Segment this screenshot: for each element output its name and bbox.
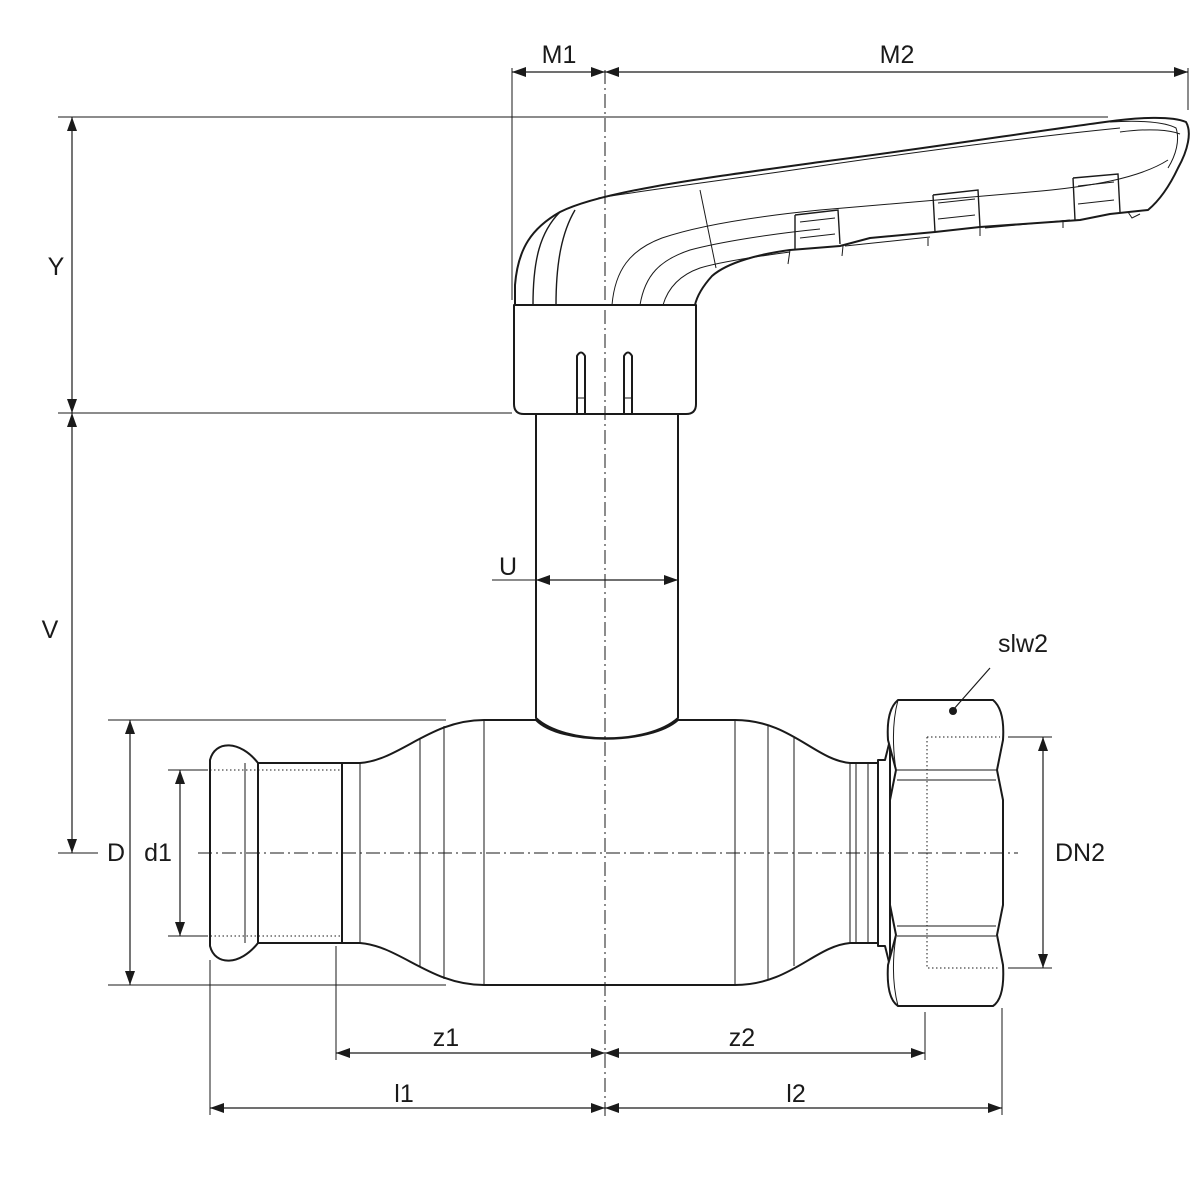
slw2-leader-line: [952, 667, 991, 711]
label-M1: M1: [542, 41, 577, 69]
lever-handle: [513, 116, 1190, 415]
label-slw2: slw2: [998, 630, 1048, 658]
dimension-lines: [67, 67, 1188, 1113]
label-M2: M2: [880, 41, 915, 69]
label-d1: d1: [144, 839, 172, 867]
slw2-leader-dot: [949, 707, 957, 715]
label-z2: z2: [729, 1024, 755, 1052]
label-U: U: [499, 553, 517, 581]
label-DN2: DN2: [1055, 839, 1105, 867]
valve-stem: [535, 413, 679, 740]
dimension-labels: M1 M2 Y V U D d1 DN2 slw2 z1 z2 l1 l2: [42, 41, 1105, 1108]
center-lines: [198, 70, 1018, 1118]
hub-pins: [576, 351, 633, 415]
lever-grip-tabs: [787, 173, 1141, 265]
label-l2: l2: [786, 1080, 805, 1108]
extension-lines: [58, 68, 1189, 1115]
label-Y: Y: [48, 253, 65, 281]
label-D: D: [107, 839, 125, 867]
label-z1: z1: [433, 1024, 459, 1052]
label-l1: l1: [394, 1080, 413, 1108]
label-V: V: [42, 616, 59, 644]
